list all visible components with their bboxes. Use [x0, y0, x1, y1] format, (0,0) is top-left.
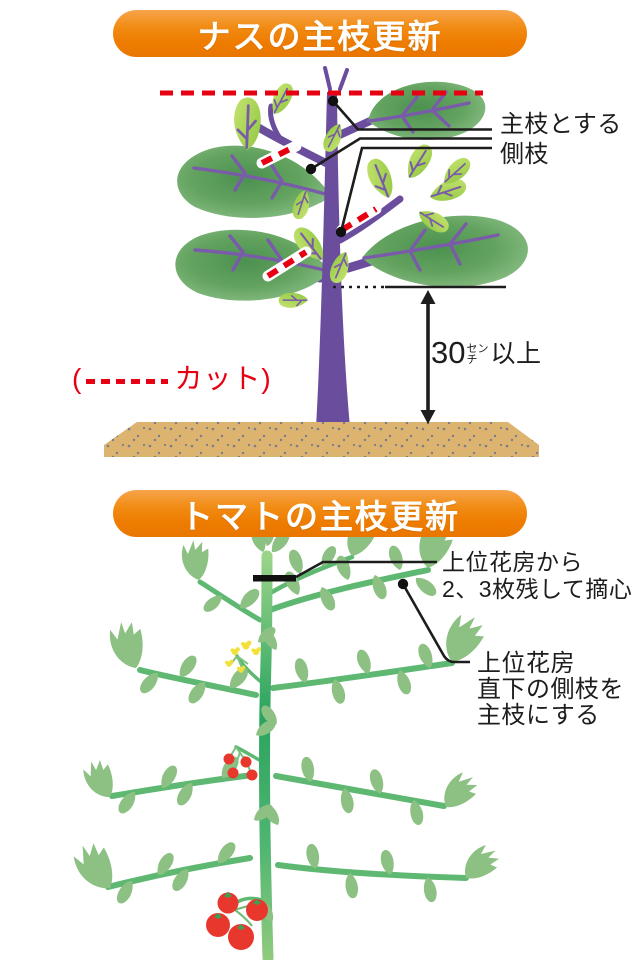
cut-legend: ( カット ) — [72, 363, 272, 394]
eggplant-stem-top-stubs — [323, 66, 349, 91]
cut-mark-icons — [256, 140, 382, 282]
eggplant-title-banner: ナスの主枝更新 — [113, 10, 527, 57]
small-tomato-truss — [223, 746, 258, 781]
flower-cluster — [225, 640, 261, 673]
tomato-title: トマトの主枝更新 — [180, 497, 460, 535]
centimeter-unit: セン チ — [466, 343, 489, 366]
eggplant-illustration — [104, 66, 539, 457]
height-measure-label: 30 セン チ 以上 — [431, 335, 542, 370]
tomato-illustration — [67, 518, 505, 960]
eggplant-section: ナスの主枝更新 主枝とする 側枝 30 セン チ 以上 ( カット ) — [72, 10, 622, 457]
eggplant-stem — [316, 92, 350, 427]
eggplant-title: ナスの主枝更新 — [197, 17, 443, 55]
soil-ground — [104, 422, 539, 457]
side-shoot-callout-dot — [397, 578, 409, 590]
eggplant-leaves — [175, 81, 528, 301]
tomato-title-banner: トマトの主枝更新 — [113, 490, 527, 537]
tomato-callout-lines — [295, 560, 470, 664]
side-branch-label: 主枝とする 側枝 — [500, 111, 622, 168]
tomato-stem — [259, 550, 274, 960]
side-branch-callout-dots — [305, 95, 347, 238]
ripe-tomato-truss — [206, 891, 268, 950]
side-shoot-label: 上位花房 直下の側枝を 主枝にする — [477, 650, 624, 729]
tomato-section: トマトの主枝更新 上位花房から 2、3枚残して摘心 上位花房 直下の側枝を 主枝… — [0, 480, 640, 960]
tomato-branches — [105, 554, 469, 909]
pinch-bar — [253, 575, 296, 582]
height-measure — [333, 285, 506, 424]
side-branch-callout-lines — [310, 100, 492, 233]
pinch-label: 上位花房から 2、3枚残して摘心 — [442, 549, 633, 602]
cut-dash-sample-icon — [86, 378, 169, 384]
